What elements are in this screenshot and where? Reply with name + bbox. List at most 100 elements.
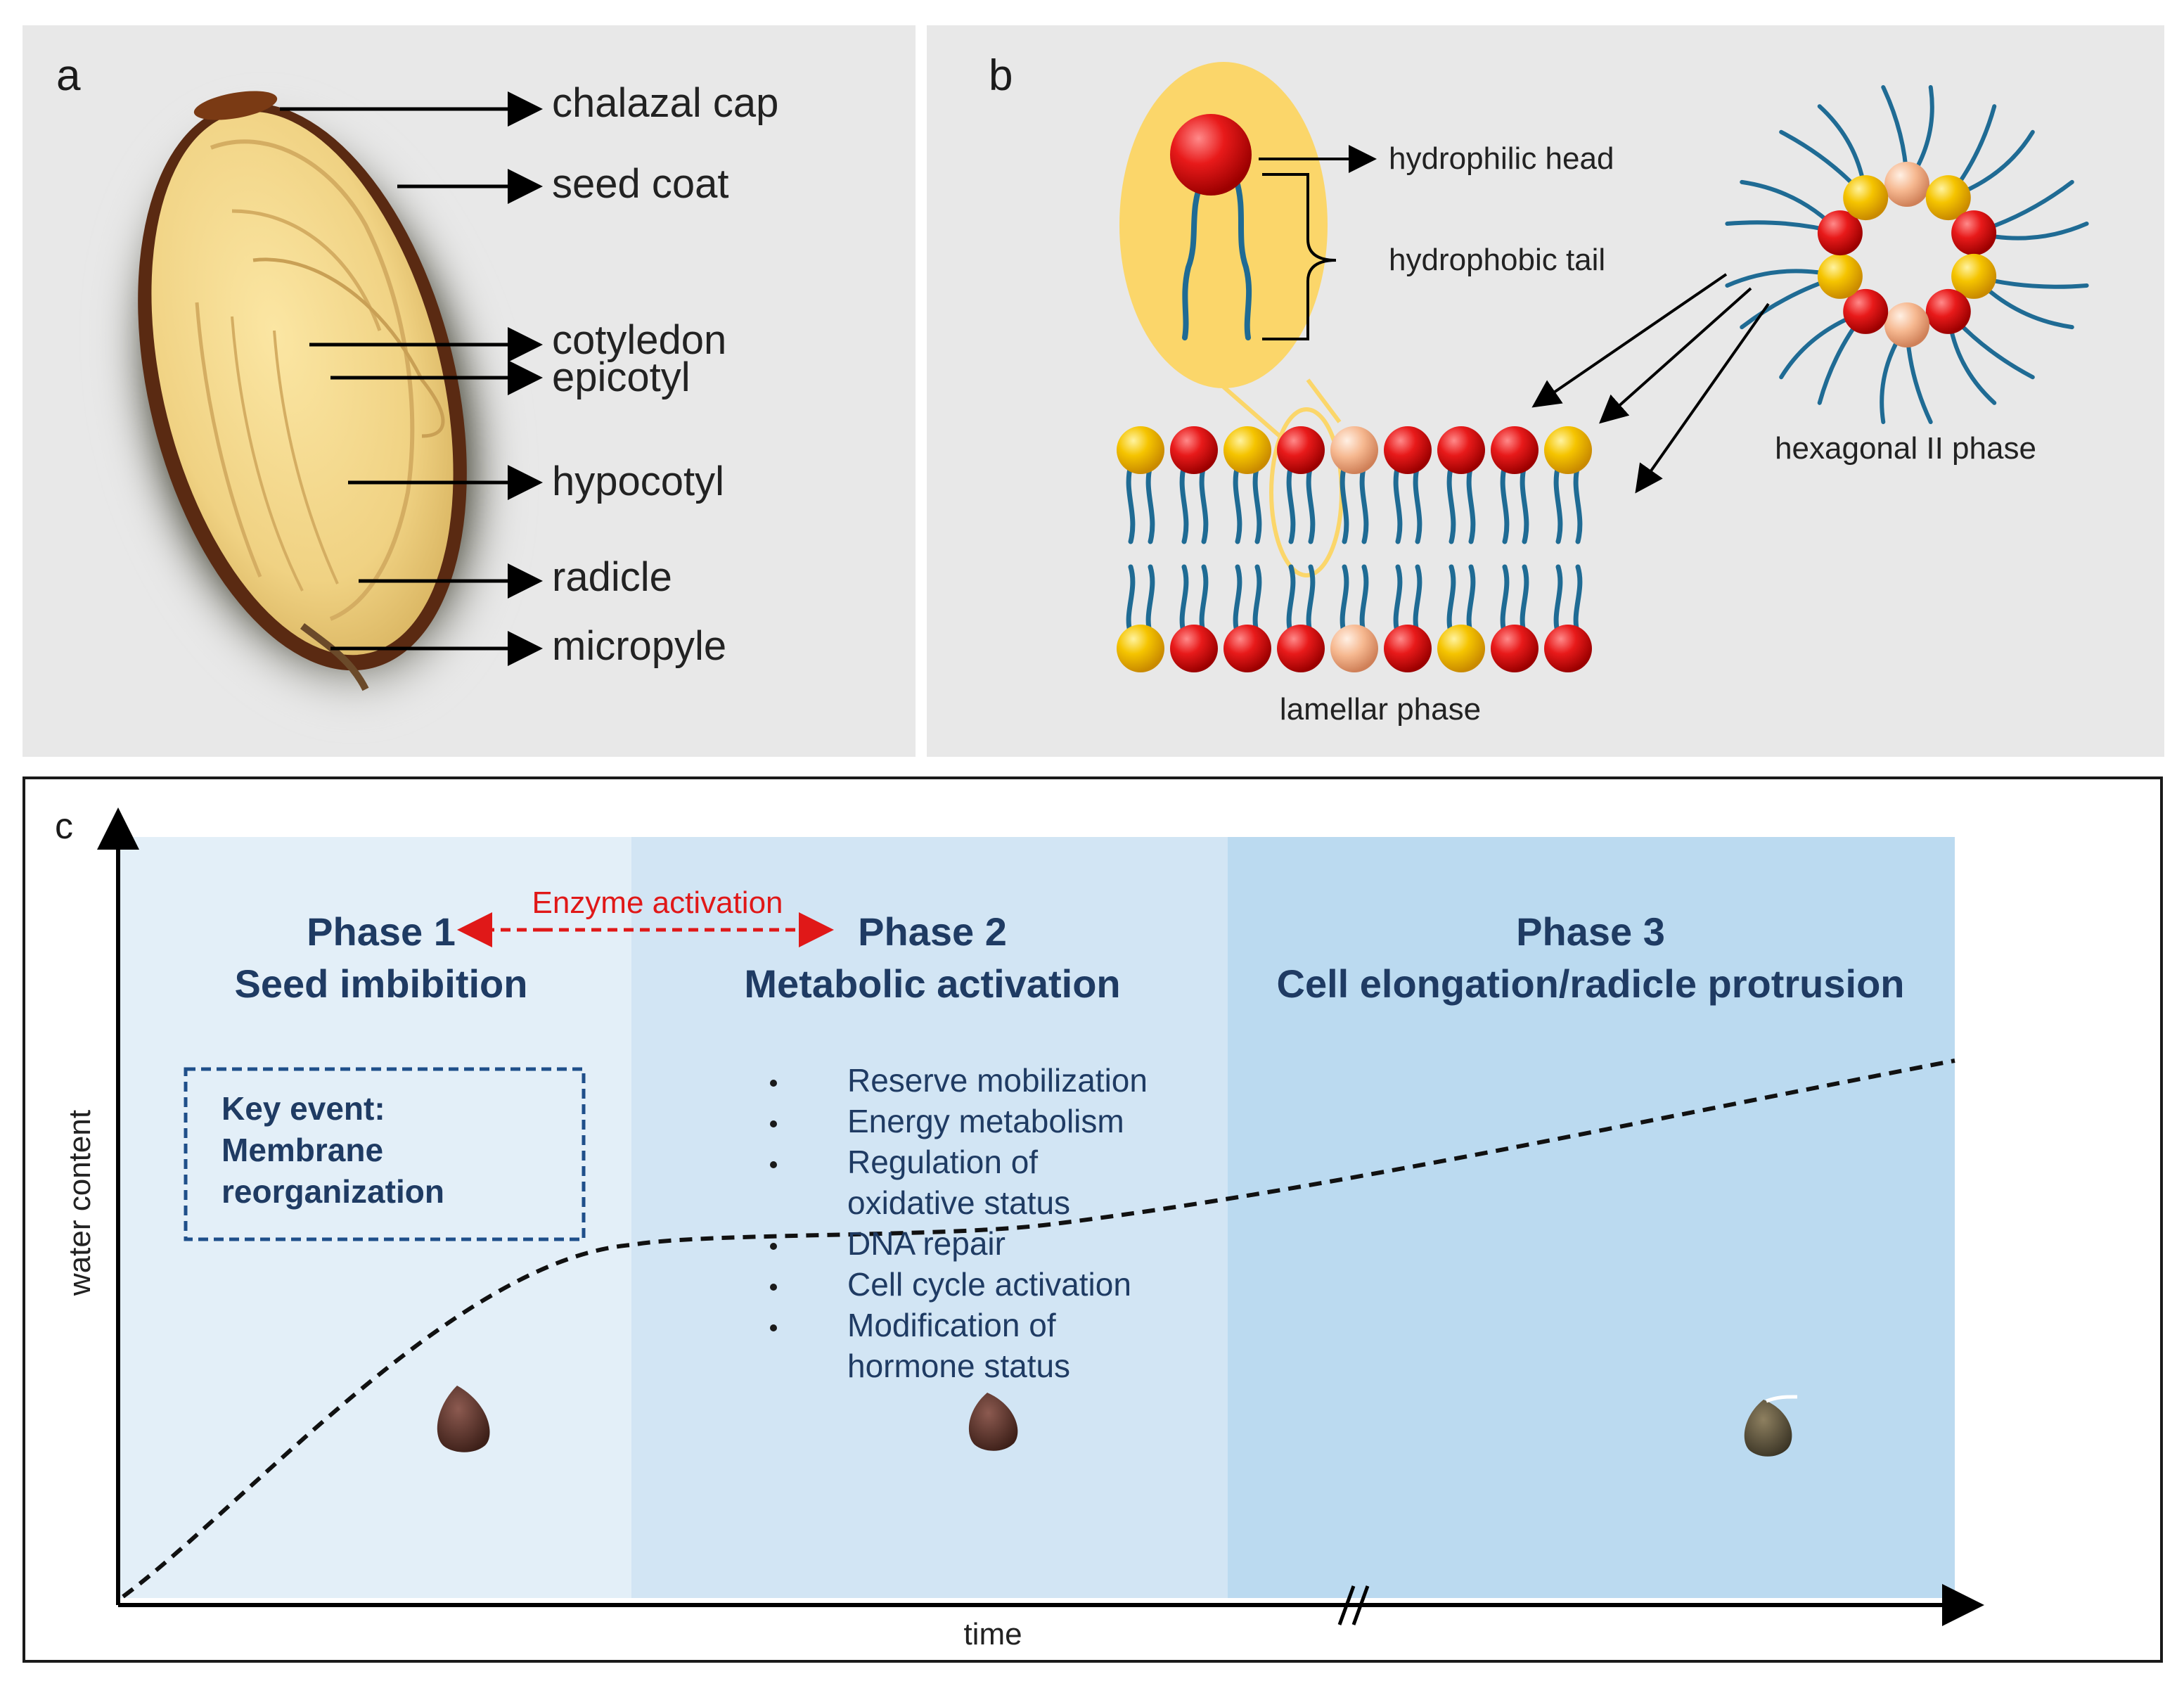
bilayer-tail-upper bbox=[1340, 463, 1349, 544]
bilayer-tail-upper bbox=[1126, 463, 1136, 544]
bilayer-head-lower bbox=[1170, 625, 1218, 672]
label-radicle: radicle bbox=[552, 554, 672, 600]
bilayer-head-upper bbox=[1544, 426, 1592, 474]
bullet-dot bbox=[770, 1324, 777, 1331]
panel-c-letter: c bbox=[55, 806, 73, 847]
micelle-head bbox=[1951, 210, 1997, 256]
bilayer-tail-upper bbox=[1500, 463, 1510, 544]
bullet-dot bbox=[770, 1080, 777, 1087]
bilayer-head-lower bbox=[1117, 625, 1164, 672]
key-event-text: Key event: Membrane reorganization bbox=[221, 1090, 444, 1210]
x-axis-label: time bbox=[963, 1617, 1022, 1651]
micelle-head bbox=[1951, 253, 1997, 299]
bilayer-tail-lower bbox=[1233, 564, 1242, 637]
lipid-tail-1 bbox=[1182, 177, 1205, 340]
bullet-text: Modification of bbox=[847, 1307, 1056, 1343]
label-seed-coat: seed coat bbox=[552, 161, 729, 207]
bilayer-tail-upper bbox=[1199, 463, 1209, 544]
bullet-dot bbox=[770, 1284, 777, 1291]
micelle-head bbox=[1925, 288, 1971, 334]
bullet-text: Energy metabolism bbox=[847, 1103, 1124, 1139]
phase2-background bbox=[631, 837, 1228, 1598]
hexagonal-micelle bbox=[1725, 85, 2089, 424]
bilayer-tail-upper bbox=[1553, 463, 1563, 544]
hydrophilic-head-label: hydrophilic head bbox=[1389, 141, 1614, 176]
hydrophobic-tail-bracket bbox=[1262, 173, 1337, 340]
label-epicotyl: epicotyl bbox=[552, 354, 690, 400]
radicle-protrusion-icon bbox=[1766, 1395, 1798, 1403]
label-hypocotyl: hypocotyl bbox=[552, 459, 724, 504]
key-event-line: reorganization bbox=[221, 1173, 444, 1210]
zoom-oval bbox=[1119, 62, 1328, 388]
panel-a-arrows bbox=[280, 91, 543, 666]
lipid-tail-2 bbox=[1233, 177, 1252, 340]
bilayer-head-upper bbox=[1117, 426, 1164, 474]
bullet-dot bbox=[770, 1161, 777, 1168]
phase1-background bbox=[118, 837, 631, 1598]
phase3-background bbox=[1228, 837, 1955, 1598]
bilayer-head-lower bbox=[1491, 625, 1539, 672]
bilayer-head-upper bbox=[1277, 426, 1325, 474]
enzyme-activation-label: Enzyme activation bbox=[532, 886, 783, 920]
phase1-subtitle: Seed imbibition bbox=[235, 961, 528, 1006]
bilayer-tail-upper bbox=[1393, 463, 1403, 544]
bilayer-tail-upper bbox=[1413, 463, 1422, 544]
hexagonal-phase-label: hexagonal II phase bbox=[1775, 431, 2036, 466]
bilayer-head-lower bbox=[1223, 625, 1271, 672]
key-event-line: Membrane bbox=[221, 1132, 383, 1168]
bilayer-head-upper bbox=[1384, 426, 1432, 474]
bilayer-tail-upper bbox=[1145, 463, 1155, 544]
bilayer-tail-lower bbox=[1340, 564, 1349, 637]
phase2-subtitle: Metabolic activation bbox=[744, 961, 1120, 1006]
transition-arrow-3 bbox=[1635, 302, 1770, 494]
lamellar-phase-label: lamellar phase bbox=[1280, 692, 1481, 727]
seed-phase3-icon bbox=[1744, 1400, 1792, 1457]
panel-b-letter: b bbox=[989, 51, 1013, 100]
bullet-text: DNA repair bbox=[847, 1225, 1006, 1262]
micelle-head bbox=[1843, 175, 1889, 221]
label-micropyle: micropyle bbox=[552, 623, 726, 669]
bilayer-head-lower bbox=[1277, 625, 1325, 672]
micelle-head bbox=[1925, 175, 1971, 221]
transition-arrow-1 bbox=[1531, 273, 1728, 408]
seed-phase2-icon bbox=[968, 1393, 1018, 1451]
bilayer-tail-lower bbox=[1553, 564, 1563, 637]
bilayer-tail-lower bbox=[1286, 564, 1296, 637]
bilayer-head-lower bbox=[1437, 625, 1485, 672]
bilayer-tail-upper bbox=[1179, 463, 1189, 544]
bilayer-tail-upper bbox=[1446, 463, 1456, 544]
label-chalazal-cap: chalazal cap bbox=[552, 80, 778, 126]
bilayer-tail-lower bbox=[1126, 564, 1136, 637]
bullet-text: hormone status bbox=[847, 1348, 1070, 1384]
water-content-curve bbox=[122, 1059, 1955, 1599]
bullet-dot bbox=[770, 1243, 777, 1250]
bilayer-tail-lower bbox=[1500, 564, 1510, 637]
key-event-box bbox=[184, 1067, 586, 1241]
bilayer-tail-upper bbox=[1286, 463, 1296, 544]
bilayer-head-upper bbox=[1170, 426, 1218, 474]
micelle-head bbox=[1817, 210, 1863, 256]
lipid-head bbox=[1170, 114, 1252, 196]
seed-photo bbox=[106, 91, 513, 719]
bilayer-tail-upper bbox=[1252, 463, 1262, 544]
zoom-connector-right bbox=[1306, 378, 1342, 423]
bullet-dot bbox=[770, 1120, 777, 1127]
seed-phase1-icon bbox=[437, 1386, 490, 1452]
micelle-head bbox=[1843, 288, 1889, 334]
key-event-line: Key event: bbox=[221, 1090, 385, 1127]
bilayer-tail-upper bbox=[1466, 463, 1476, 544]
bilayer-head-upper bbox=[1437, 426, 1485, 474]
bilayer-head-upper bbox=[1330, 426, 1378, 474]
zoom-connector-left bbox=[1222, 385, 1281, 438]
phase1-title: Phase 1 bbox=[307, 909, 456, 954]
bilayer-tail-upper bbox=[1359, 463, 1369, 544]
y-axis-label: water content bbox=[63, 1110, 97, 1296]
bilayer-tails bbox=[1126, 463, 1583, 637]
phase3-subtitle: Cell elongation/radicle protrusion bbox=[1277, 961, 1905, 1006]
bilayer-head-lower bbox=[1384, 625, 1432, 672]
micelle-head bbox=[1884, 162, 1929, 207]
hydrophobic-tail-label: hydrophobic tail bbox=[1389, 243, 1605, 277]
bullet-text: Cell cycle activation bbox=[847, 1266, 1131, 1303]
